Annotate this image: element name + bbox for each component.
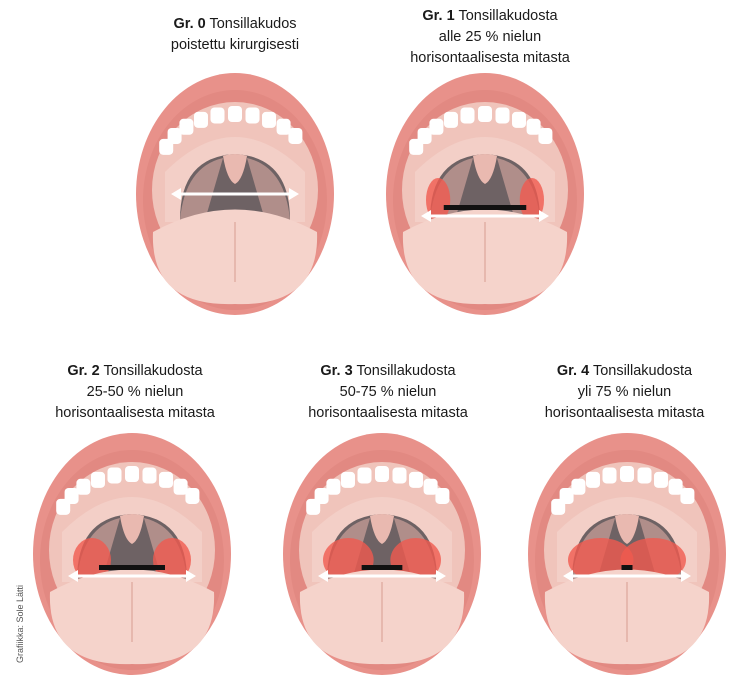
grade-1-line3: horisontaalisesta mitasta <box>380 48 600 69</box>
grade-2-mouth-illustration <box>32 432 232 677</box>
grade-4-mouth-illustration <box>527 432 727 677</box>
grade-0-line1: Tonsillakudos <box>209 16 296 32</box>
grade-3-line3: horisontaalisesta mitasta <box>278 403 498 424</box>
grade-2-label: Gr. 2 <box>67 363 99 379</box>
grade-2-line3: horisontaalisesta mitasta <box>25 403 245 424</box>
grade-1-line1: Tonsillakudosta <box>458 8 557 24</box>
grade-3-airway-bar <box>362 565 403 570</box>
grade-0-line2: poistettu kirurgisesti <box>130 35 340 56</box>
grade-2-caption: Gr. 2 Tonsillakudosta 25-50 % nielun hor… <box>25 361 245 424</box>
grade-2-line2: 25-50 % nielun <box>25 382 245 403</box>
grade-4-airway-bar <box>622 565 633 570</box>
grade-1-airway-bar <box>444 205 527 210</box>
grade-0-caption: Gr. 0 Tonsillakudos poistettu kirurgises… <box>130 14 340 56</box>
grade-4-caption: Gr. 4 Tonsillakudosta yli 75 % nielun ho… <box>522 361 727 424</box>
grade-4-line3: horisontaalisesta mitasta <box>522 403 727 424</box>
grade-0-label: Gr. 0 <box>173 16 205 32</box>
grade-2-airway-bar <box>99 565 165 570</box>
grade-3-mouth-illustration <box>282 432 482 677</box>
grade-1-line2: alle 25 % nielun <box>380 27 600 48</box>
grade-1-mouth-illustration <box>385 72 585 317</box>
grade-2-line1: Tonsillakudosta <box>103 363 202 379</box>
graphics-credit: Grafiikka: Sole Lätti <box>15 543 25 663</box>
grade-0-mouth-illustration <box>135 72 335 317</box>
grade-3-line1: Tonsillakudosta <box>356 363 455 379</box>
grade-4-line1: Tonsillakudosta <box>593 363 692 379</box>
grade-3-label: Gr. 3 <box>320 363 352 379</box>
grade-1-caption: Gr. 1 Tonsillakudosta alle 25 % nielun h… <box>380 6 600 69</box>
grade-3-line2: 50-75 % nielun <box>278 382 498 403</box>
grade-1-label: Gr. 1 <box>422 8 454 24</box>
grade-4-line2: yli 75 % nielun <box>522 382 727 403</box>
grade-3-caption: Gr. 3 Tonsillakudosta 50-75 % nielun hor… <box>278 361 498 424</box>
grade-4-label: Gr. 4 <box>557 363 589 379</box>
